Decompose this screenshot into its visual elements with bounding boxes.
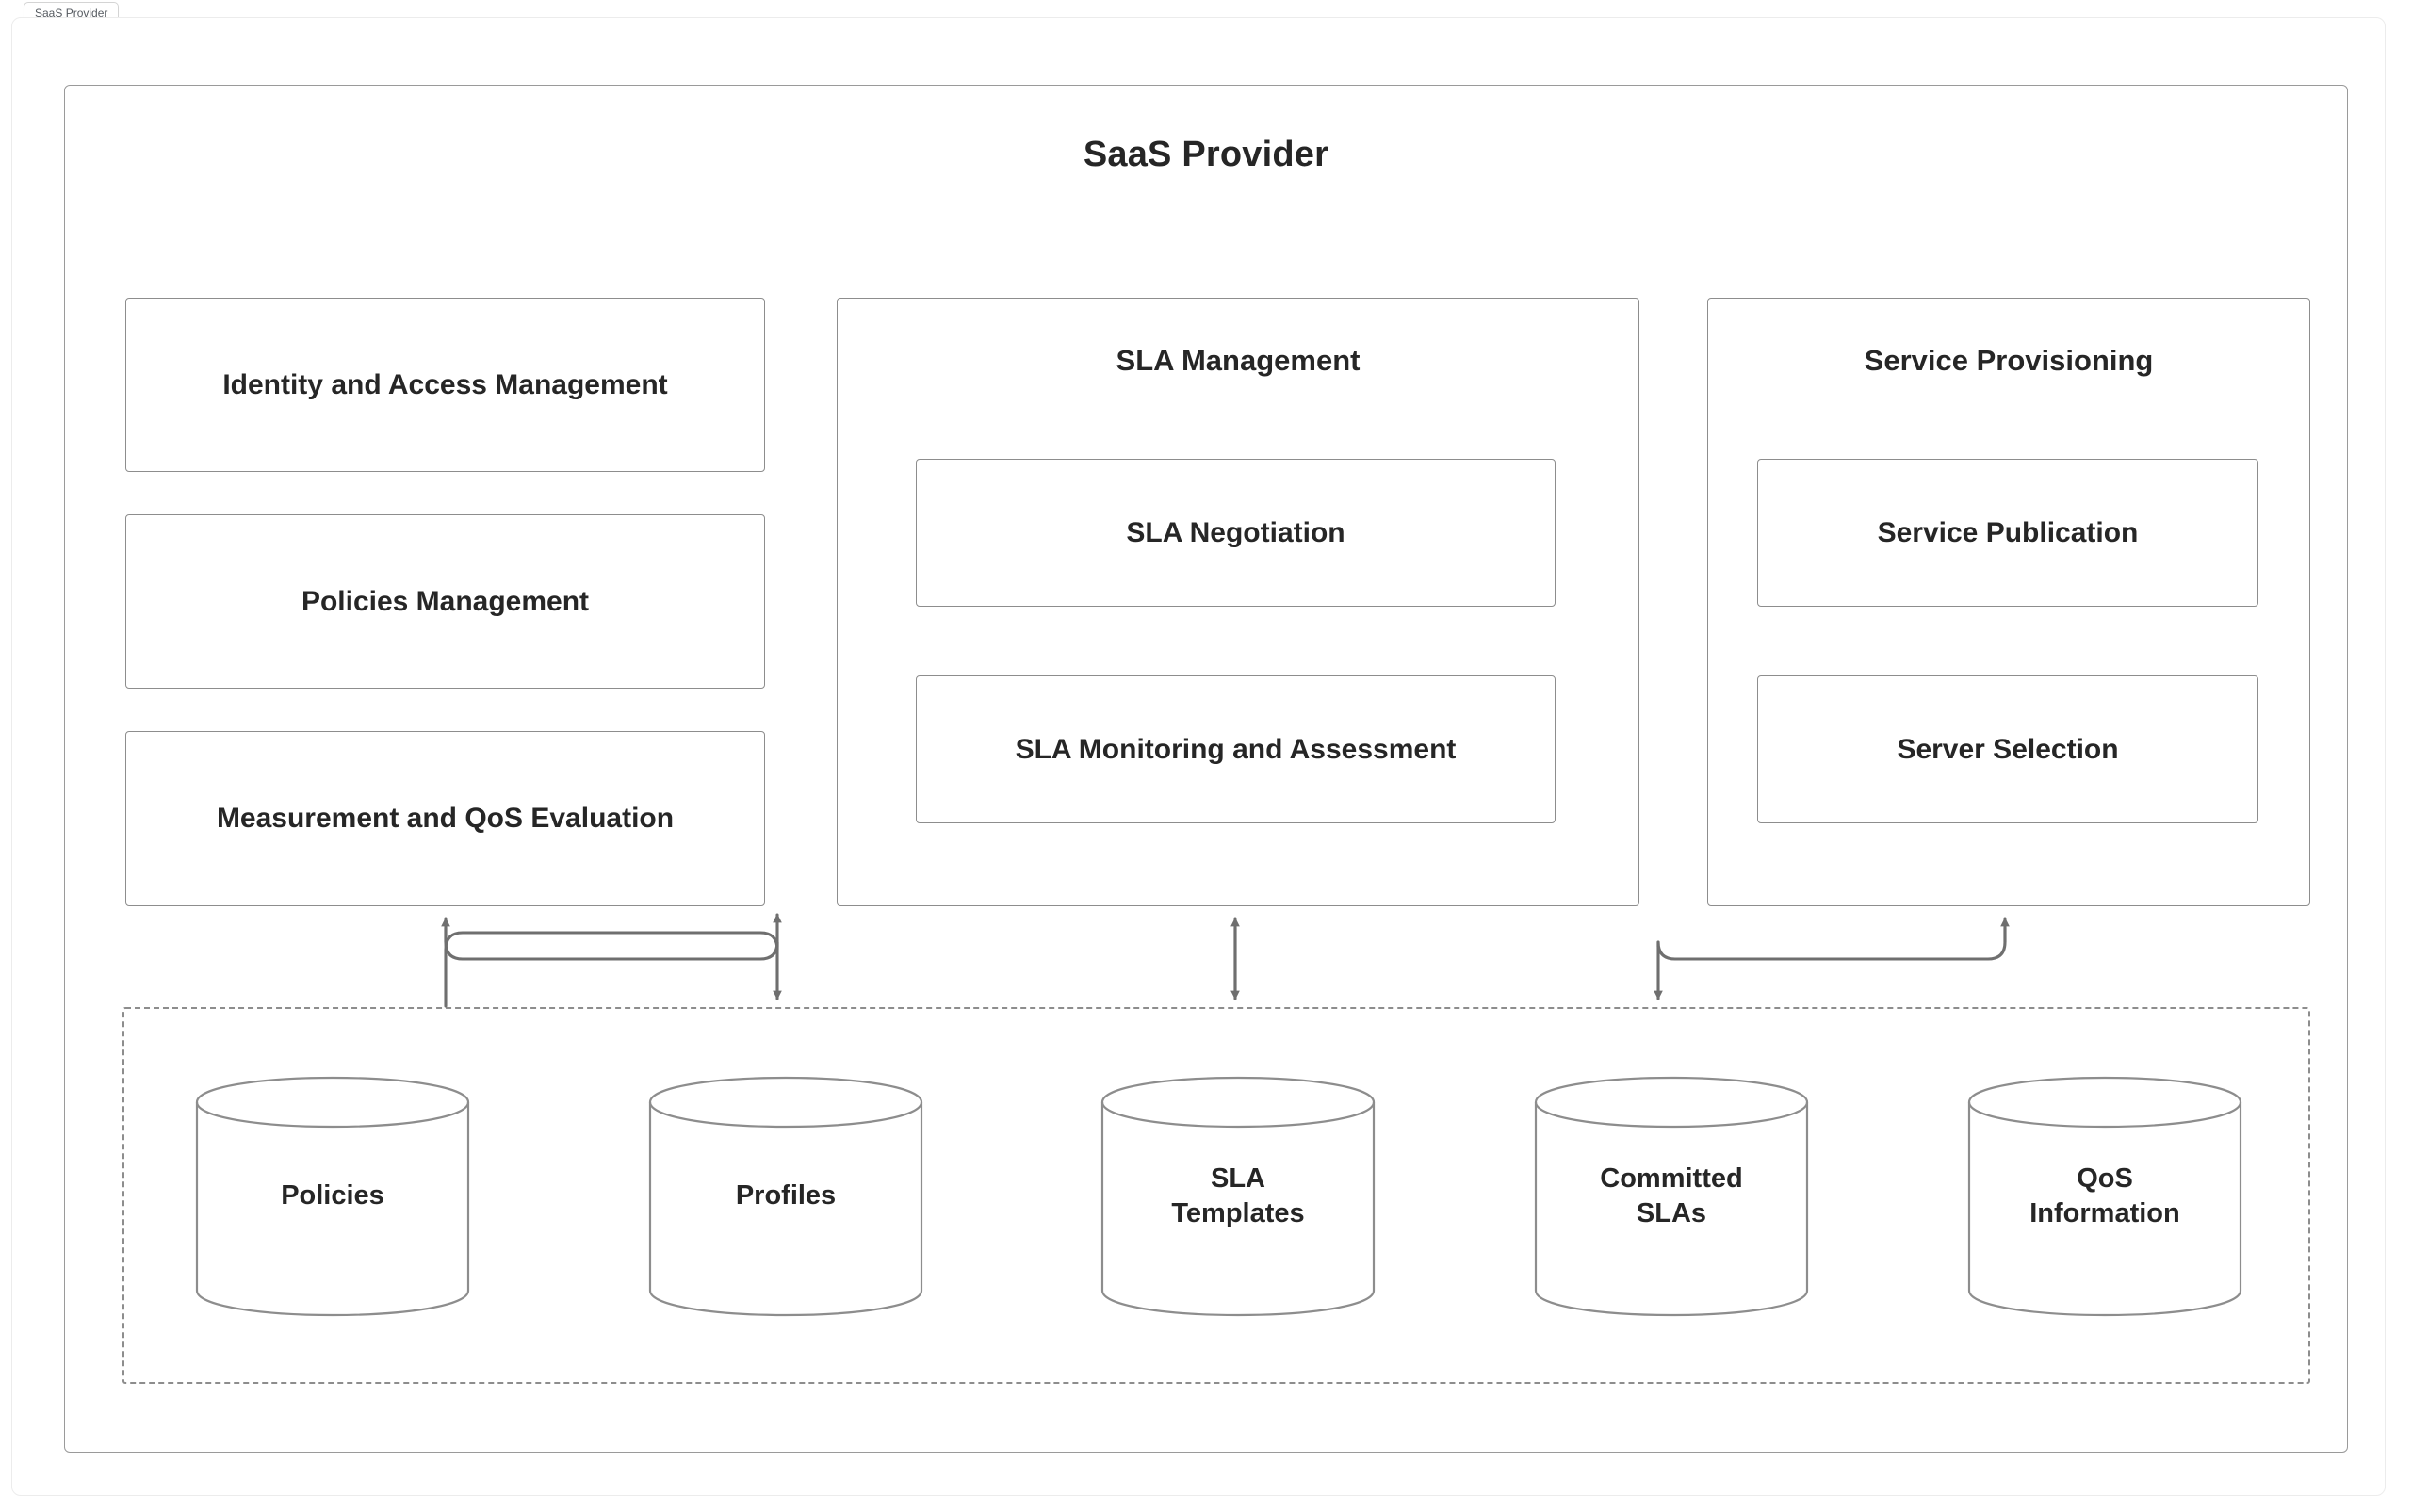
- group-service-provisioning-title: Service Provisioning: [1864, 344, 2154, 377]
- page-title: SaaS Provider: [1083, 135, 1329, 174]
- module-measurement-and-qos-evaluation[interactable]: Measurement and QoS Evaluation: [125, 731, 765, 906]
- module-service-publication[interactable]: Service Publication: [1757, 459, 2258, 607]
- module-policies-management[interactable]: Policies Management: [125, 514, 765, 689]
- datastore-committed-slas[interactable]: Committed SLAs: [1530, 1074, 1813, 1319]
- datastore-profiles[interactable]: Profiles: [644, 1074, 927, 1319]
- module-identity-and-access-management[interactable]: Identity and Access Management: [125, 298, 765, 472]
- group-sla-management-title: SLA Management: [1116, 344, 1361, 377]
- module-server-selection[interactable]: Server Selection: [1757, 675, 2258, 823]
- module-sla-monitoring-and-assessment[interactable]: SLA Monitoring and Assessment: [916, 675, 1556, 823]
- datastore-sla-templates[interactable]: SLA Templates: [1097, 1074, 1379, 1319]
- datastore-policies[interactable]: Policies: [191, 1074, 474, 1319]
- module-sla-negotiation[interactable]: SLA Negotiation: [916, 459, 1556, 607]
- datastore-qos-information[interactable]: QoS Information: [1964, 1074, 2246, 1319]
